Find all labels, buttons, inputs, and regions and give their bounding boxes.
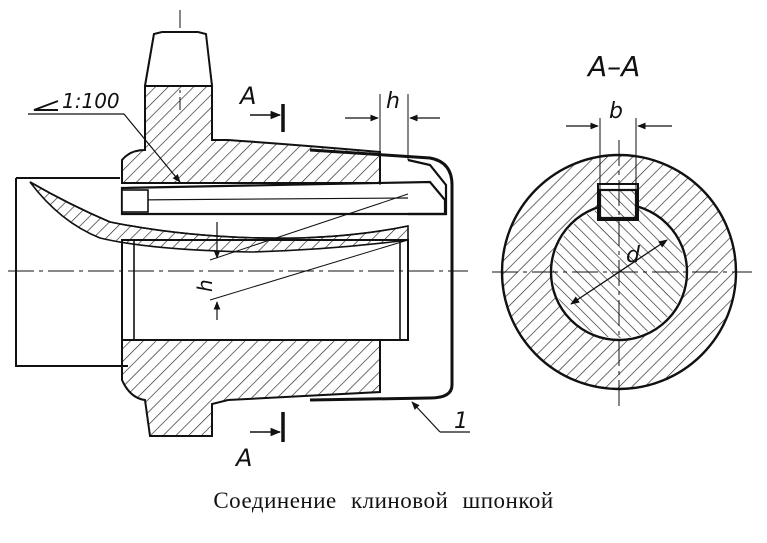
label-section-bottom: A [234,444,252,472]
key-slot-line [121,197,409,201]
dim-d [570,239,668,305]
taper-symbol [33,100,59,111]
label-h-top: h [386,89,400,114]
tooth-top [143,31,214,87]
label-part-number: 1 [454,409,468,434]
guard-part-1 [309,148,454,402]
key-section [598,188,638,220]
label-h-side: h [193,279,217,292]
key-left-end [121,189,149,213]
taper-leader [123,113,181,183]
shaft [15,177,128,367]
label-section-title: A–A [586,50,640,83]
hub-bore [121,239,409,341]
section-view: A–A b d [492,50,752,408]
key-head [407,158,448,216]
label-b: b [609,99,623,124]
hub-lower-section [121,339,381,437]
side-view: h h 1:100 A A 1 [8,10,470,472]
label-d: d [626,243,641,268]
shaft-break-line [29,181,409,239]
label-section-top: A [238,82,256,110]
label-taper: 1:100 [62,89,120,113]
caption: Соединение клиновой шпонкой [213,488,554,513]
